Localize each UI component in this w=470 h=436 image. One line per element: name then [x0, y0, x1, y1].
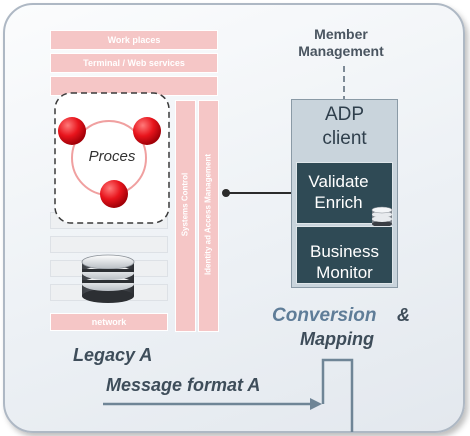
legacy-a-label: Legacy A — [73, 345, 153, 365]
process-node — [58, 117, 86, 145]
layer-identity-access — [198, 100, 219, 332]
connector-dot — [222, 189, 230, 197]
process-group — [54, 92, 170, 224]
database-icon — [371, 206, 393, 227]
database-icon — [81, 254, 135, 303]
business-monitor-box: Business Monitor — [296, 226, 393, 284]
adp-client-title: ADP client — [322, 104, 367, 149]
message-format-label: Message format A — [106, 375, 261, 395]
conversion-label: Conversion — [272, 305, 377, 326]
legacy-slot — [50, 236, 168, 253]
message-flow-arrow — [103, 358, 354, 432]
ampersand-label: & — [397, 305, 410, 325]
process-node — [133, 117, 161, 145]
member-management-label: Member Management — [298, 26, 384, 59]
process-node — [100, 180, 128, 208]
layer-systems-control — [175, 100, 196, 332]
layer-terminal-web-services: Terminal / Web services — [50, 53, 218, 73]
layer-workplaces: Work places — [50, 30, 218, 50]
mapping-label: Mapping — [300, 329, 374, 349]
process-label: Proces — [88, 148, 136, 165]
layer-network: network — [50, 313, 168, 331]
